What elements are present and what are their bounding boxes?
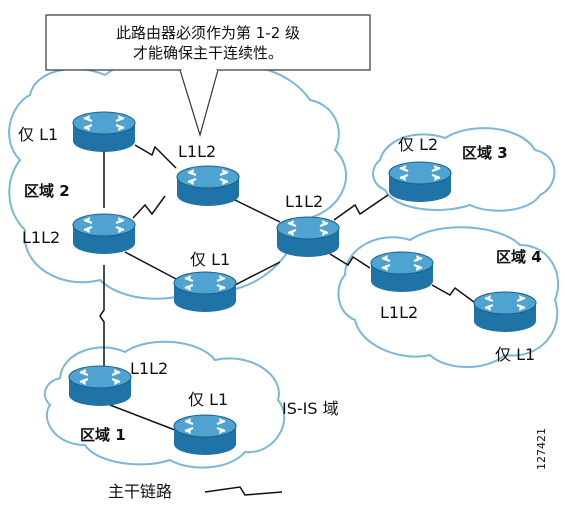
backbone-link-center-to-area3 — [333, 194, 389, 221]
callout-line-1: 此路由器必须作为第 1-2 级 — [116, 24, 300, 42]
label-area-4: 区域 4 — [496, 248, 542, 266]
router-l1l2-area4[interactable] — [369, 250, 435, 294]
link-l1l2-area2-to-onlyl1-mid — [124, 251, 179, 281]
legend-backbone-line-icon — [204, 486, 283, 496]
label-l1l2-top-mid: L1L2 — [178, 142, 216, 161]
link-onlyl1mid-to-center — [234, 261, 281, 286]
router-only-l1-topleft[interactable] — [71, 110, 137, 154]
router-only-l1-area1[interactable] — [172, 413, 238, 457]
legend-backbone-label: 主干链路 — [108, 482, 172, 501]
router-only-l2-area3[interactable] — [387, 160, 453, 204]
router-l1l2-area2[interactable] — [71, 212, 137, 256]
label-l1l2-area2: L1L2 — [22, 228, 60, 247]
label-only-l1-area4: 仅 L1 — [495, 345, 535, 364]
link-top-to-center — [234, 199, 281, 223]
figure-id: 127421 — [535, 428, 548, 470]
router-l1l2-center[interactable] — [275, 215, 341, 259]
label-area-3: 区域 3 — [462, 144, 508, 162]
router-l1l2-area1[interactable] — [67, 364, 133, 408]
label-only-l2-area3: 仅 L2 — [398, 135, 438, 154]
label-isis-domain: IS-IS 域 — [282, 399, 339, 418]
backbone-link-topleft — [134, 144, 177, 169]
links — [99, 144, 479, 431]
router-only-l1-area4[interactable] — [472, 290, 538, 334]
callout-box: 此路由器必须作为第 1-2 级 才能确保主干连续性。 — [45, 14, 371, 138]
label-l1l2-area4: L1L2 — [380, 303, 418, 322]
label-only-l1-mid: 仅 L1 — [190, 250, 230, 269]
legend: 主干链路 — [108, 482, 283, 501]
backbone-link-area2-to-area1 — [99, 265, 105, 380]
backbone-link-area2-top — [132, 195, 166, 219]
label-l1l2-center: L1L2 — [285, 192, 323, 211]
label-area-1: 区域 1 — [80, 426, 126, 444]
callout-line-2: 才能确保主干连续性。 — [133, 44, 283, 62]
router-l1l2-top-mid[interactable] — [175, 164, 241, 208]
label-l1l2-area1: L1L2 — [130, 359, 168, 378]
router-only-l1-mid[interactable] — [172, 270, 238, 314]
link-area1 — [109, 404, 176, 431]
label-only-l1-topleft: 仅 L1 — [18, 125, 58, 144]
label-area-2: 区域 2 — [24, 182, 70, 200]
link-area4 — [431, 284, 479, 306]
label-only-l1-area1: 仅 L1 — [188, 390, 228, 409]
backbone-link-center-to-area4 — [329, 253, 371, 269]
